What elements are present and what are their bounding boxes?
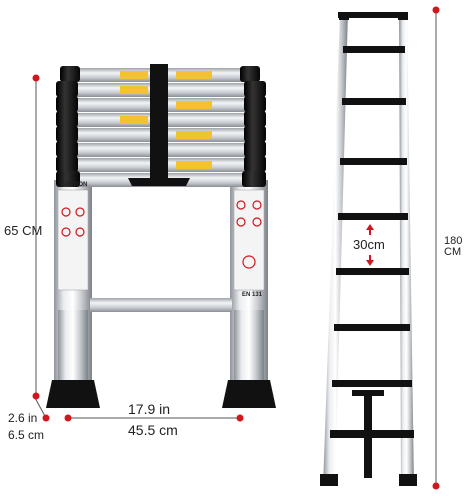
extended-collars — [339, 12, 408, 20]
extended-strap-buckle — [352, 390, 384, 396]
safety-pictograms — [57, 189, 265, 291]
extended-right-foot — [399, 474, 417, 486]
warning-stickers — [120, 71, 212, 169]
standard-label: EN 131 — [242, 292, 263, 298]
extended-right-rail — [399, 12, 414, 486]
extended-strap — [364, 392, 372, 478]
collapsed-width-cm-label: 45.5 cm — [128, 422, 178, 438]
collapsed-left-foot — [46, 380, 100, 408]
collapsed-width-in-label: 17.9 in — [128, 401, 171, 417]
rung-spacing-arrows — [366, 224, 374, 266]
extended-height-label: 180 CM — [444, 235, 463, 258]
depth-dimension-line — [33, 395, 47, 419]
collapsed-height-label: 65 CM — [4, 223, 43, 238]
depth-cm-label: 6.5 cm — [8, 428, 45, 442]
dimension-lines — [33, 10, 437, 486]
extended-ladder — [320, 12, 417, 486]
collapsed-left-lower-tube — [58, 310, 88, 380]
depth-in-label: 2.6 in — [8, 411, 38, 425]
collapsed-left-caps — [56, 66, 80, 187]
extended-left-rail — [323, 12, 348, 486]
collapsed-ladder — [46, 64, 276, 408]
collapsed-right-caps — [240, 66, 266, 187]
extended-left-foot — [320, 474, 338, 486]
dimension-markers — [32, 6, 440, 490]
collapsed-right-foot — [222, 380, 276, 408]
collapsed-strap — [150, 64, 168, 182]
collapsed-strap-loop — [128, 178, 190, 186]
collapsed-bottom-rung — [90, 298, 232, 312]
rung-spacing-label: 30cm — [352, 237, 386, 252]
caution-label: CAUTION — [60, 182, 88, 188]
collapsed-right-lower-tube — [234, 310, 264, 380]
